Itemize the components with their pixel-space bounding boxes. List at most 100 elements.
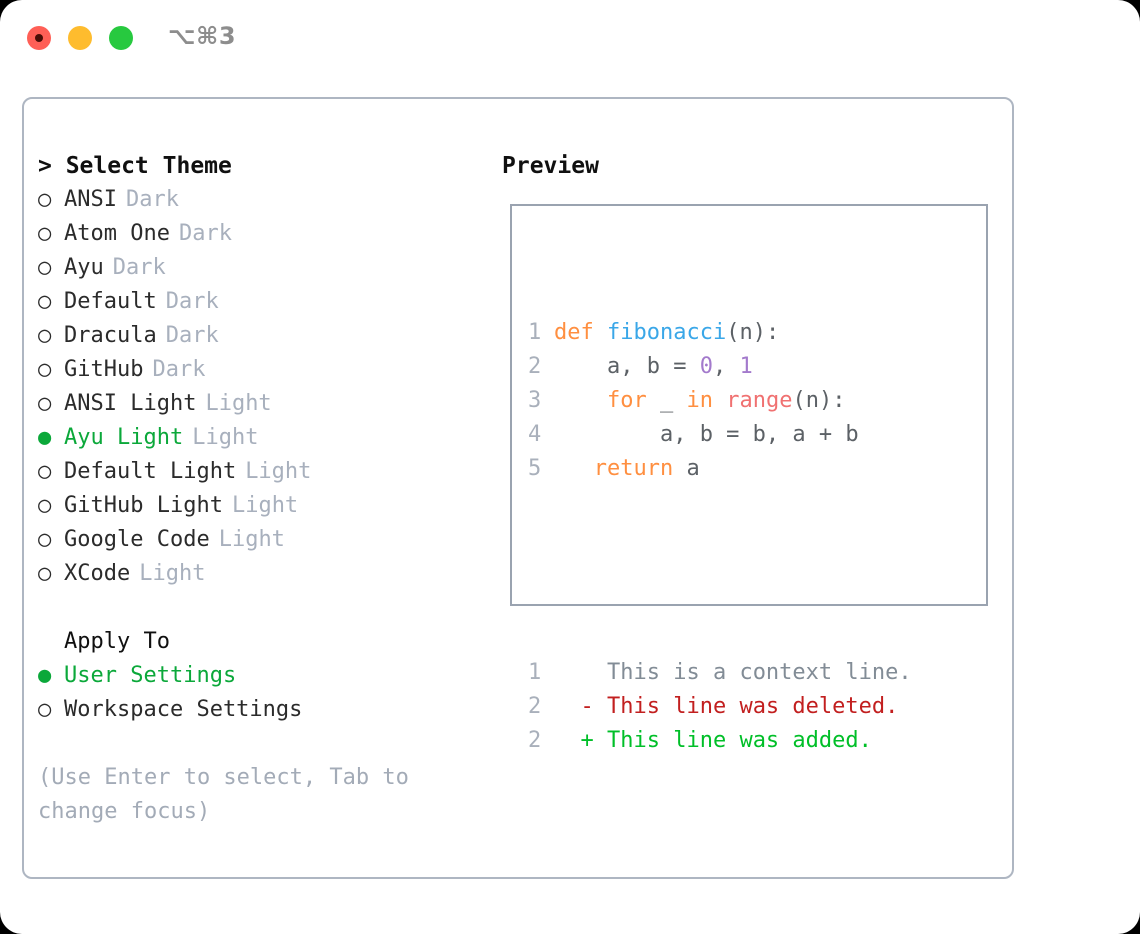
- code-line: 3 for _ in range(n):: [528, 384, 912, 418]
- apply-to-option-list: ● User Settings ○ Workspace Settings: [38, 659, 508, 727]
- radio-selected-icon: ●: [38, 425, 52, 450]
- theme-option-label: GitHub: [64, 357, 144, 382]
- code-token-plain: a, b =: [554, 354, 700, 379]
- theme-option-ansi-light[interactable]: ○ ANSI Light Light: [38, 387, 508, 421]
- theme-option-tag: Dark: [112, 255, 166, 280]
- theme-option-tag: Light: [139, 561, 206, 586]
- apply-to-option-label: User Settings: [64, 663, 237, 688]
- theme-option-label: Google Code: [64, 527, 210, 552]
- theme-option-label: ANSI Light: [64, 391, 197, 416]
- diff-line-context: 1 This is a context line.: [528, 656, 912, 690]
- code-line: 5 return a: [528, 452, 912, 486]
- code-token-plain: [554, 456, 594, 481]
- theme-option-tag: Light: [231, 493, 299, 518]
- theme-option-tag: Dark: [165, 323, 219, 348]
- code-token-plain: [554, 388, 607, 413]
- radio-selected-icon: ●: [38, 663, 52, 688]
- code-line-number: 3: [528, 388, 542, 413]
- theme-option-label: ANSI: [64, 187, 117, 212]
- radio-unselected-icon: ○: [38, 221, 52, 246]
- code-token-number: 0: [699, 354, 713, 379]
- code-token-builtin: range: [726, 388, 793, 413]
- radio-unselected-icon: ○: [38, 187, 52, 212]
- theme-option-label: Atom One: [64, 221, 170, 246]
- code-diff-separator: [528, 554, 912, 588]
- code-token-plain: a, b = b, a + b: [554, 422, 859, 447]
- code-token-plain: ,: [712, 354, 740, 379]
- radio-unselected-icon: ○: [38, 697, 52, 722]
- code-token-plain: (n):: [726, 320, 780, 345]
- diff-marker: [554, 660, 594, 685]
- theme-option-github[interactable]: ○ GitHub Dark: [38, 353, 508, 387]
- radio-unselected-icon: ○: [38, 323, 52, 348]
- theme-option-label: Default: [64, 289, 157, 314]
- theme-option-tag: Dark: [178, 221, 232, 246]
- radio-unselected-icon: ○: [38, 357, 52, 382]
- theme-option-label: Default Light: [64, 459, 237, 484]
- diff-line-number: 1: [528, 660, 542, 685]
- theme-option-atom-one[interactable]: ○ Atom One Dark: [38, 217, 508, 251]
- radio-unselected-icon: ○: [38, 527, 52, 552]
- theme-option-github-light[interactable]: ○ GitHub Light Light: [38, 489, 508, 523]
- theme-option-tag: Light: [192, 425, 259, 450]
- code-token-number: 1: [739, 354, 753, 379]
- code-token-function: fibonacci: [606, 320, 727, 345]
- code-token-plain: [713, 388, 726, 413]
- theme-option-tag: Light: [218, 527, 285, 552]
- radio-unselected-icon: ○: [38, 289, 52, 314]
- diff-line-added: 2 + This line was added.: [528, 724, 912, 758]
- code-token-keyword: in: [686, 388, 713, 413]
- keyboard-shortcut-label: ⌥⌘3: [168, 22, 237, 50]
- radio-unselected-icon: ○: [38, 459, 52, 484]
- radio-unselected-icon: ○: [38, 493, 52, 518]
- diff-line-text: This line was added.: [593, 728, 872, 753]
- diff-line-deleted: 2 - This line was deleted.: [528, 690, 912, 724]
- select-theme-header: > Select Theme: [38, 153, 232, 179]
- apply-to-option-label: Workspace Settings: [64, 697, 303, 722]
- maximize-window-button[interactable]: [109, 26, 133, 50]
- radio-unselected-icon: ○: [38, 391, 52, 416]
- code-token-plain: _: [646, 388, 687, 413]
- code-line: 2 a, b = 0, 1: [528, 350, 912, 384]
- theme-option-ansi[interactable]: ○ ANSI Dark: [38, 183, 508, 217]
- diff-marker: +: [554, 728, 594, 753]
- diff-marker: -: [554, 694, 594, 719]
- list-spacer: [38, 591, 508, 625]
- diff-line-text: This is a context line.: [593, 660, 912, 685]
- theme-option-tag: Dark: [125, 187, 179, 212]
- code-token-plain: a: [673, 456, 700, 481]
- theme-option-label: GitHub Light: [64, 493, 223, 518]
- minimize-window-button[interactable]: [68, 26, 92, 50]
- theme-option-tag: Dark: [152, 357, 206, 382]
- close-window-button[interactable]: [27, 26, 51, 50]
- theme-option-label: XCode: [64, 561, 131, 586]
- code-line-number: 1: [528, 320, 542, 345]
- hint-spacer: [38, 727, 508, 761]
- theme-option-google-code[interactable]: ○ Google Code Light: [38, 523, 508, 557]
- code-line-number: 2: [528, 354, 542, 379]
- theme-option-xcode[interactable]: ○ XCode Light: [38, 557, 508, 591]
- code-line: 4 a, b = b, a + b: [528, 418, 912, 452]
- apply-to-header: Apply To: [64, 629, 170, 654]
- apply-to-option-user-settings[interactable]: ● User Settings: [38, 659, 508, 693]
- code-token-keyword: return: [593, 456, 674, 481]
- code-token-keyword: for: [606, 388, 647, 413]
- diff-block: 1 This is a context line.2 - This line w…: [528, 656, 912, 758]
- theme-option-tag: Light: [205, 391, 272, 416]
- traffic-lights: [27, 26, 133, 50]
- radio-unselected-icon: ○: [38, 561, 52, 586]
- apply-to-option-workspace-settings[interactable]: ○ Workspace Settings: [38, 693, 508, 727]
- code-token-plain: (n):: [792, 388, 846, 413]
- title-bar: ⌥⌘3: [0, 0, 1140, 78]
